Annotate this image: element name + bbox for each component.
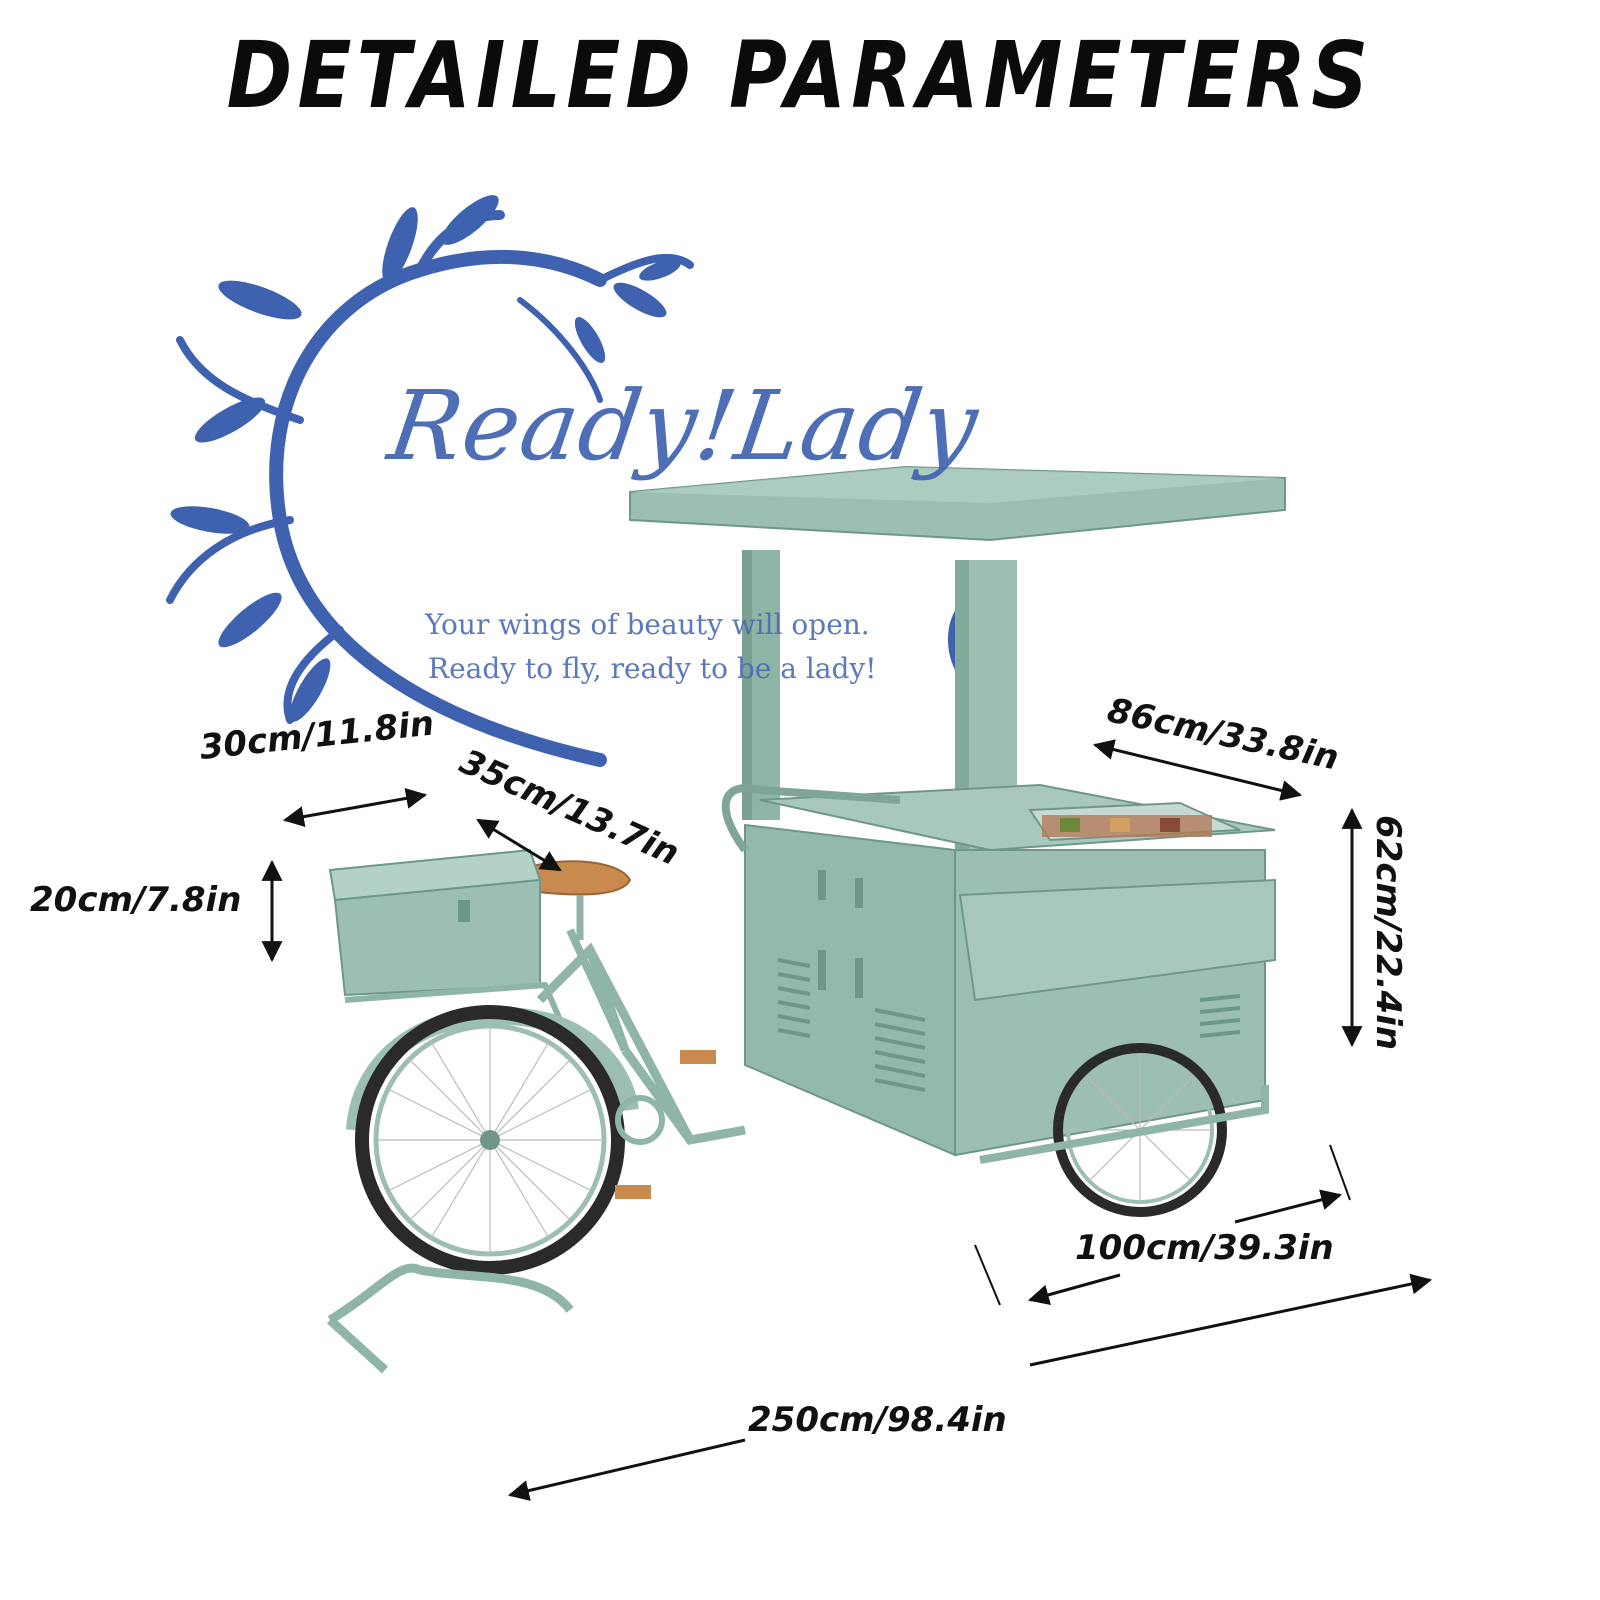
label-total-length: 250cm/98.4in [748, 1400, 1007, 1440]
kickstand [326, 1263, 574, 1374]
watermark-tagline-1: Your wings of beauty will open. [425, 608, 870, 641]
rear-rack [344, 981, 563, 1022]
arrow-cart-depth [1092, 739, 1303, 801]
food-display [1042, 815, 1212, 837]
vending-tricycle-cart [326, 465, 1286, 1374]
cooler-panel [958, 878, 1276, 1002]
rear-wheel [346, 1005, 639, 1275]
arrow-box-width [282, 787, 428, 828]
rear-storage-box [328, 848, 542, 997]
vent-grilles [777, 958, 1241, 1092]
label-cart-height: 62cm/22.4in [1368, 815, 1408, 1051]
pedals [615, 1050, 716, 1199]
arrow-cart-width-right [1234, 1189, 1343, 1224]
arrow-seat-depth [476, 818, 562, 872]
watermark-tagline-2: Ready to fly, ready to be a lady! [428, 652, 877, 685]
watermark-brand: Ready!Lady [382, 370, 986, 482]
arrow-total-length-right [1029, 1273, 1433, 1367]
leaf-shapes [170, 195, 681, 722]
page-title: DETAILED PARAMETERS [226, 22, 1374, 129]
dimension-arrows [261, 739, 1433, 1501]
tick-cart-width-left [974, 1244, 1001, 1306]
arrow-cart-width-left [1027, 1273, 1121, 1306]
tick-cart-width-right [1329, 1144, 1351, 1201]
cooler-front-left [744, 823, 956, 1157]
handlebar [721, 784, 901, 853]
arrow-total-length-left [507, 1438, 746, 1501]
label-cart-width: 100cm/39.3in [1075, 1228, 1334, 1268]
label-box-height: 20cm/7.8in [30, 880, 242, 920]
front-bumper [979, 1085, 1269, 1164]
